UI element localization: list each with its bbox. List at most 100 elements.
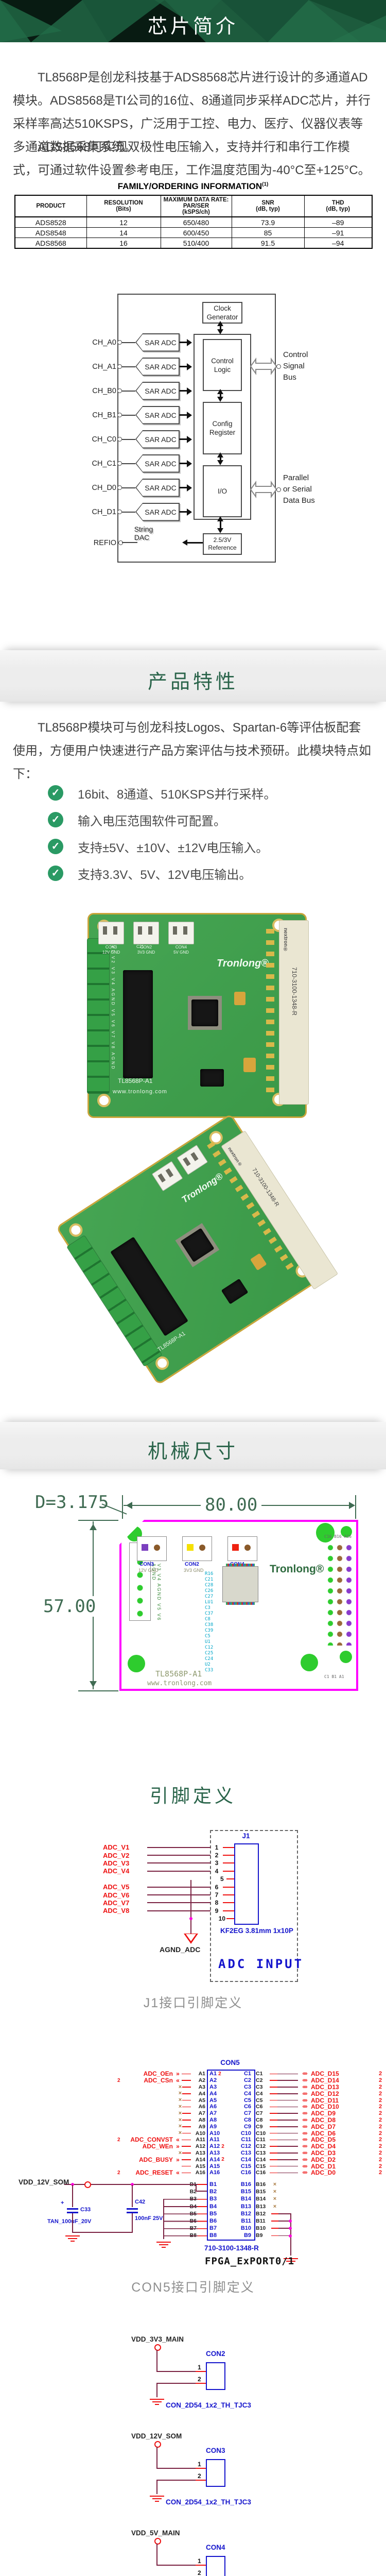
signal-label: ADC_D11 bbox=[311, 2096, 339, 2104]
inner-pin-label: A7 bbox=[209, 2110, 224, 2117]
no-connect-x: × bbox=[178, 2110, 182, 2116]
pin-stub bbox=[270, 2087, 277, 2088]
pin-stub bbox=[223, 1870, 234, 1872]
wire bbox=[147, 1846, 210, 1848]
inner-pin-label: C2 bbox=[231, 2077, 251, 2084]
sar-adc-shape: SAR ADC bbox=[135, 405, 180, 425]
component-ref: C27 bbox=[205, 1594, 214, 1599]
mech-banner bbox=[0, 1422, 386, 1469]
control-config-arrow bbox=[217, 389, 223, 402]
connector-box bbox=[206, 2556, 225, 2576]
channel-label: CH_C1 bbox=[92, 459, 116, 468]
sheet-ref: 2 bbox=[379, 2170, 382, 2176]
wire bbox=[278, 2235, 291, 2236]
wire bbox=[277, 2080, 298, 2081]
mounting-hole bbox=[97, 1094, 111, 1107]
pin-label: C14 bbox=[256, 2156, 266, 2163]
bus-circle bbox=[276, 364, 281, 369]
table-row: ADS8568 16 510/400 91.5 –94 bbox=[14, 238, 373, 249]
b3-b8-wires bbox=[164, 2196, 198, 2240]
check-icon bbox=[48, 839, 63, 854]
pin-text: A7 bbox=[209, 2110, 217, 2117]
table-row: ADS8528 12 650/480 73.9 –89 bbox=[14, 216, 373, 228]
ext-line bbox=[78, 1520, 118, 1521]
ground-symbol bbox=[156, 2240, 171, 2248]
pin-text: A1 bbox=[209, 2071, 217, 2077]
wire bbox=[156, 2447, 157, 2469]
pin-stub bbox=[270, 2080, 277, 2081]
wire bbox=[156, 2468, 196, 2469]
pin-stub bbox=[182, 2146, 191, 2147]
signal-label: ADC_D1 bbox=[311, 2162, 336, 2170]
arrow bbox=[180, 411, 192, 419]
sar-adc-shape: SAR ADC bbox=[135, 454, 180, 473]
signal-label: ADC_BUSY bbox=[138, 2156, 173, 2163]
cap-wire bbox=[132, 2185, 133, 2207]
signal-label: ADC_V8 bbox=[103, 1907, 130, 1915]
pin-label: A7 bbox=[198, 2110, 205, 2117]
cap-plate bbox=[127, 2208, 138, 2210]
fpga-port-label: FPGA_ExPORT0/1 bbox=[205, 2256, 295, 2267]
c21-silkscreen: C21 bbox=[136, 944, 144, 949]
inner-pin-label: B1 bbox=[209, 2181, 217, 2188]
component-ref: C21 bbox=[205, 1577, 214, 1582]
connector-name: CON3 bbox=[206, 2447, 225, 2454]
sar-adc-label: SAR ADC bbox=[145, 483, 177, 492]
pin-stub bbox=[223, 1855, 234, 1856]
inner-pin-label: B10 bbox=[240, 2225, 251, 2232]
url-silkscreen: www.tronlong.com bbox=[113, 1089, 167, 1095]
pin-label: B11 bbox=[256, 2218, 266, 2225]
adc-channels: CH_A0 SAR ADC CH_A1 SAR ADC CH_B0 SAR AD… bbox=[87, 330, 194, 524]
pin-label: A13 bbox=[195, 2149, 205, 2156]
signal-label: ADC_V7 bbox=[103, 1899, 130, 1907]
signal-label: ADC_D0 bbox=[311, 2169, 336, 2177]
agnd-label: AGND_ADC bbox=[160, 1945, 201, 1954]
pin-stub bbox=[270, 2132, 277, 2134]
wire bbox=[277, 2106, 298, 2108]
pin-stub bbox=[270, 2165, 277, 2167]
wire bbox=[147, 1894, 210, 1896]
pin-text: C9 bbox=[243, 2123, 251, 2130]
direction-chevron: « bbox=[176, 2136, 180, 2144]
bullet-text: 16bit、8通道、510KSPS并行采样。 bbox=[78, 787, 276, 802]
pin-stub bbox=[182, 2165, 191, 2167]
con5-data-row: C12 «» ADC_D4 2 bbox=[256, 2143, 385, 2150]
component-ref: C33 bbox=[205, 1668, 214, 1673]
pin-stub bbox=[223, 1894, 234, 1896]
pin-circle bbox=[117, 364, 122, 369]
con5-pin-row: × A5 bbox=[117, 2097, 207, 2104]
con5-data-row: C6 «» ADC_D10 2 bbox=[256, 2103, 385, 2110]
mounting-hole bbox=[316, 1523, 335, 1543]
wire bbox=[147, 1886, 210, 1888]
con5-pin-row: ADC_BUSY » × A14 bbox=[117, 2156, 207, 2163]
inner-pin-label: B14 bbox=[240, 2196, 251, 2202]
pin-stub bbox=[196, 2480, 206, 2481]
pin-row bbox=[226, 1602, 255, 1605]
pin-label: C9 bbox=[256, 2123, 263, 2130]
hole-diameter-dim: D=3.175 bbox=[31, 1492, 113, 1513]
pin-text: A13 bbox=[209, 2149, 220, 2156]
wire bbox=[122, 511, 135, 513]
adc-chip bbox=[175, 1223, 220, 1267]
component-ref: C38 bbox=[205, 1622, 214, 1628]
product-photo-angled-view: Tronlong® TL8568P-A1 nextron® 710-3100-1… bbox=[49, 1113, 339, 1386]
sheet-ref: 2 bbox=[379, 2130, 382, 2137]
inner-pin-label: B8 bbox=[209, 2232, 217, 2239]
pin2-pad bbox=[199, 1545, 205, 1551]
wire bbox=[122, 414, 135, 416]
wire bbox=[196, 2184, 197, 2192]
adc-channel-row: CH_C0 SAR ADC bbox=[87, 427, 194, 451]
intro-paragraph-1: TL8568P是创龙科技基于ADS8568芯片进行设计的多通道AD模块。ADS8… bbox=[13, 71, 371, 154]
adc-channel-row: CH_B1 SAR ADC bbox=[87, 403, 194, 427]
signal-label: ADC_D9 bbox=[311, 2110, 336, 2117]
inner-pin-label: B15 bbox=[240, 2189, 251, 2195]
component-ref: U1 bbox=[205, 1639, 210, 1645]
signal-label: ADC_D15 bbox=[311, 2070, 339, 2078]
pin-label: A16 bbox=[195, 2170, 205, 2176]
pin-label: A9 bbox=[198, 2123, 205, 2130]
pin-stub bbox=[271, 2213, 278, 2214]
power-net-label: VDD_5V_MAIN bbox=[131, 2529, 180, 2537]
pin-stub bbox=[270, 2172, 277, 2174]
datarate-cell: 510/400 bbox=[160, 238, 232, 249]
